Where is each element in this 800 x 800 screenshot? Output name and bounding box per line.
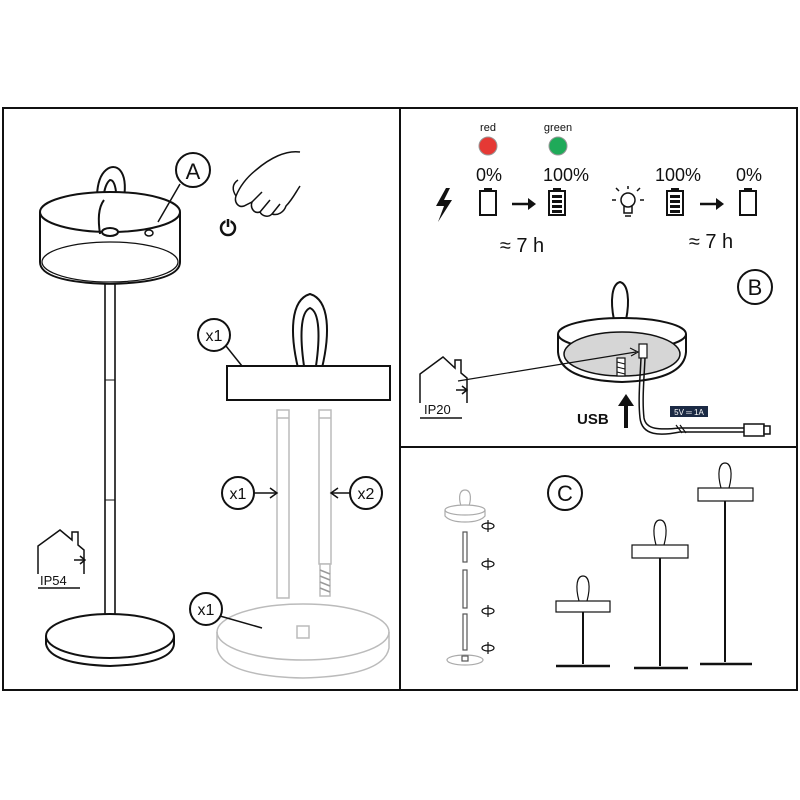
indoor-pointer xyxy=(457,347,640,382)
use-end-percent: 0% xyxy=(736,165,762,185)
lamp-medium xyxy=(631,519,689,670)
indoor-house-icon xyxy=(37,529,87,574)
arrow-right-icon-2 xyxy=(700,198,724,210)
battery-full-icon xyxy=(548,188,566,216)
exploded-head xyxy=(226,292,391,401)
exploded-base xyxy=(216,603,390,679)
battery-empty-icon xyxy=(479,188,497,216)
use-start-percent: 100% xyxy=(655,165,701,185)
svg-text:x2: x2 xyxy=(358,486,375,503)
callout-a: A xyxy=(157,152,211,223)
charge-end-percent: 100% xyxy=(543,165,589,185)
arrow-right-icon xyxy=(512,198,536,210)
arrow-up-icon xyxy=(618,394,634,428)
power-spec-badge: 5V ═ 1A xyxy=(670,406,708,417)
led-green-label: green xyxy=(544,122,572,134)
callout-rod-threaded-qty: x2 xyxy=(329,476,383,510)
lamp-tall xyxy=(697,462,754,666)
panel-a-label: A xyxy=(186,159,201,184)
ip20-label: IP20 xyxy=(424,402,451,417)
svg-text:x1: x1 xyxy=(198,602,215,619)
svg-text:5V ═ 1A: 5V ═ 1A xyxy=(674,408,704,417)
twist-assembly xyxy=(444,489,486,666)
callout-base-qty: x1 xyxy=(189,592,263,629)
callout-head-qty: x1 xyxy=(197,318,243,367)
lamp-head-underside xyxy=(557,280,687,384)
power-icon xyxy=(219,218,237,237)
battery-full-icon-2 xyxy=(666,188,684,216)
panel-c-label: C xyxy=(557,481,573,506)
panel-b-label: B xyxy=(748,275,763,300)
led-red-label: red xyxy=(480,122,496,134)
rotate-icons xyxy=(481,520,495,654)
svg-text:x1: x1 xyxy=(230,486,247,503)
led-green-indicator xyxy=(548,136,568,156)
panel-c: C xyxy=(444,462,754,670)
panel-b: red green 0% 100% ≈ 7 h xyxy=(419,122,773,437)
battery-empty-icon-2 xyxy=(739,188,757,216)
use-time: ≈ 7 h xyxy=(689,231,733,253)
lightning-icon xyxy=(436,188,452,222)
assembled-lamp xyxy=(39,166,181,668)
usb-cable xyxy=(638,357,771,437)
led-red-indicator xyxy=(478,136,498,156)
panel-a: A x1 xyxy=(37,150,391,679)
usb-label: USB xyxy=(577,411,609,428)
hand-icon xyxy=(232,150,301,217)
light-bulb-icon xyxy=(612,186,644,217)
charge-time: ≈ 7 h xyxy=(500,235,544,257)
charge-start-percent: 0% xyxy=(476,165,502,185)
indoor-house-icon-2 xyxy=(419,356,469,403)
ip54-label: IP54 xyxy=(40,573,67,588)
lamp-small xyxy=(555,575,611,668)
callout-rod-qty: x1 xyxy=(221,476,279,510)
svg-text:x1: x1 xyxy=(206,328,223,345)
exploded-rods xyxy=(276,409,332,599)
